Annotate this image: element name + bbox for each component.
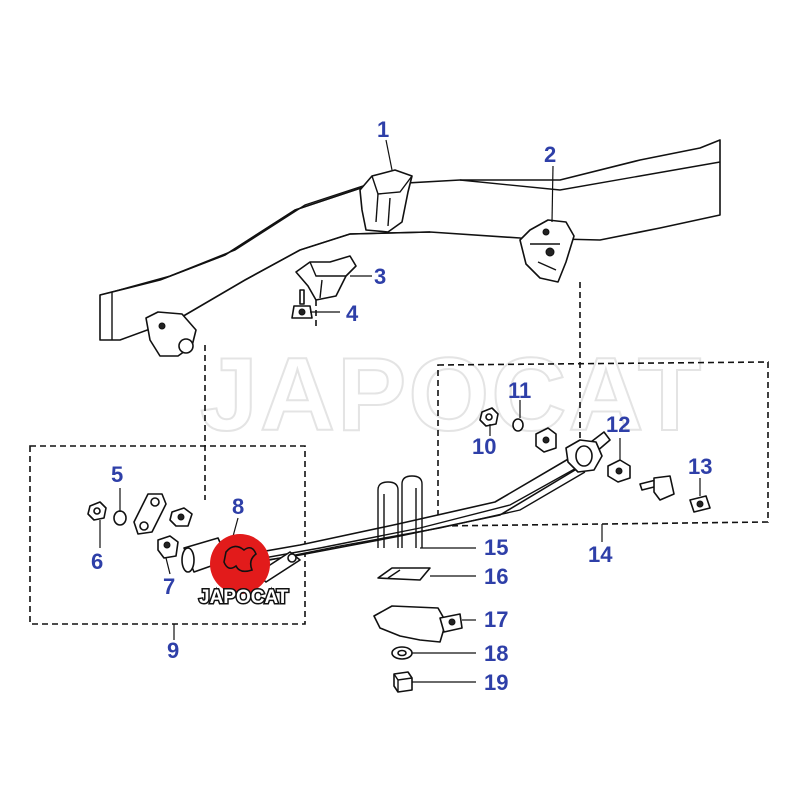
callout-17[interactable]: 17 (484, 607, 508, 632)
callout-18[interactable]: 18 (484, 641, 508, 666)
part-1-front-hanger[interactable] (359, 169, 413, 233)
part-15-u-bolts[interactable] (377, 475, 423, 548)
callout-11[interactable]: 11 (508, 378, 531, 403)
spring-eye[interactable] (565, 439, 603, 473)
part-5-washer[interactable] (113, 510, 127, 526)
callout-12[interactable]: 12 (606, 412, 630, 437)
part-11-washer[interactable] (512, 418, 524, 432)
callout-labels: 1 2 3 4 5 6 7 8 9 10 11 12 13 14 15 16 1… (91, 117, 712, 695)
callout-5[interactable]: 5 (111, 462, 123, 487)
bushing-upper-left[interactable] (169, 507, 193, 527)
callout-6[interactable]: 6 (91, 549, 103, 574)
leader-lines (99, 139, 701, 683)
japocat-logo: JAPOCAT (198, 534, 290, 610)
group-box-9 (29, 445, 306, 625)
part-6-nut[interactable] (87, 501, 107, 521)
frame-rail (99, 139, 721, 341)
callout-10[interactable]: 10 (472, 434, 496, 459)
part-7-bushing[interactable] (157, 535, 179, 559)
watermark-text: JAPOCAT (200, 337, 703, 453)
callout-19[interactable]: 19 (484, 670, 508, 695)
rear-bushing[interactable] (535, 427, 557, 453)
part-18-washer[interactable] (391, 646, 413, 660)
part-17-spring-seat[interactable] (373, 605, 463, 643)
callout-13[interactable]: 13 (688, 454, 712, 479)
callout-16[interactable]: 16 (484, 564, 508, 589)
logo-text: JAPOCAT (199, 587, 289, 608)
part-19-nut[interactable] (393, 671, 413, 693)
part-13-bolt[interactable] (689, 495, 711, 513)
logo-emblem-icon (223, 545, 257, 573)
callout-15[interactable]: 15 (484, 535, 508, 560)
callout-3[interactable]: 3 (374, 264, 386, 289)
callout-4[interactable]: 4 (346, 301, 359, 326)
group-box-14 (437, 361, 769, 527)
part-16-spacer[interactable] (377, 567, 431, 581)
callout-14[interactable]: 14 (588, 542, 613, 567)
callout-7[interactable]: 7 (163, 574, 175, 599)
front-spring-hanger (145, 311, 197, 357)
part-10-nut[interactable] (479, 407, 499, 427)
logo-circle (210, 534, 270, 594)
callout-8[interactable]: 8 (232, 494, 244, 519)
callout-1[interactable]: 1 (377, 117, 389, 142)
spring-pin-bolt[interactable] (639, 475, 675, 501)
part-4-bolt[interactable] (291, 289, 313, 319)
part-2-rear-hanger[interactable] (519, 219, 575, 283)
callout-9[interactable]: 9 (167, 638, 179, 663)
shackle-plate-left[interactable] (133, 493, 167, 535)
part-3-bracket[interactable] (295, 255, 357, 301)
part-12-bushing[interactable] (607, 459, 631, 483)
callout-2[interactable]: 2 (544, 142, 556, 167)
